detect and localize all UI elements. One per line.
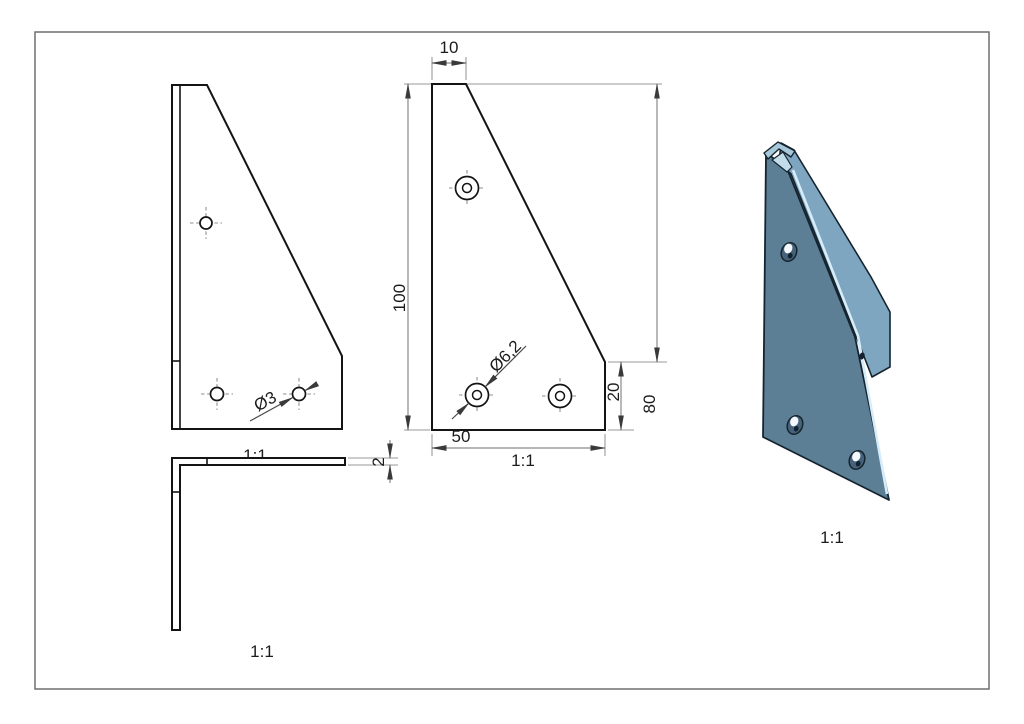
front-view-holes (449, 170, 578, 414)
iso-view-3d: 1:1 (762, 141, 891, 547)
iso-holes (780, 242, 866, 470)
top-view: 2 1:1 (171, 440, 398, 661)
dim-diagonal-height-label: 80 (640, 395, 659, 414)
iso-flange-hole (859, 352, 865, 360)
iso-notch-face (771, 151, 793, 173)
dim-right-edge-label: 20 (604, 383, 623, 402)
side-view-outline (171, 84, 343, 430)
top-view-scale-label: 1:1 (250, 642, 274, 661)
dim-top-width-label: 10 (440, 38, 459, 57)
dim-diagonal-height: 80 (640, 83, 660, 414)
dim-bottom-width-label: 50 (452, 427, 471, 446)
front-view: 10 100 50 20 80 (390, 38, 667, 470)
front-view-outline (431, 83, 606, 431)
sheet-border (34, 31, 990, 690)
iso-edge-highlight (791, 169, 889, 495)
dim-top-width: 10 (431, 38, 467, 80)
dim-height: 100 (390, 83, 430, 431)
dim-thickness-label: 2 (369, 457, 388, 466)
dim-thickness: 2 (348, 440, 398, 483)
iso-view-scale-label: 1:1 (820, 528, 844, 547)
side-view: 1:1 Ø3 (171, 84, 343, 465)
front-view-scale-label: 1:1 (511, 451, 535, 470)
dim-bottom-width: 50 (431, 427, 606, 456)
side-view-holes (190, 207, 315, 410)
iso-top-face (763, 141, 796, 160)
top-view-outline (171, 457, 346, 631)
dim-height-label: 100 (390, 284, 409, 312)
